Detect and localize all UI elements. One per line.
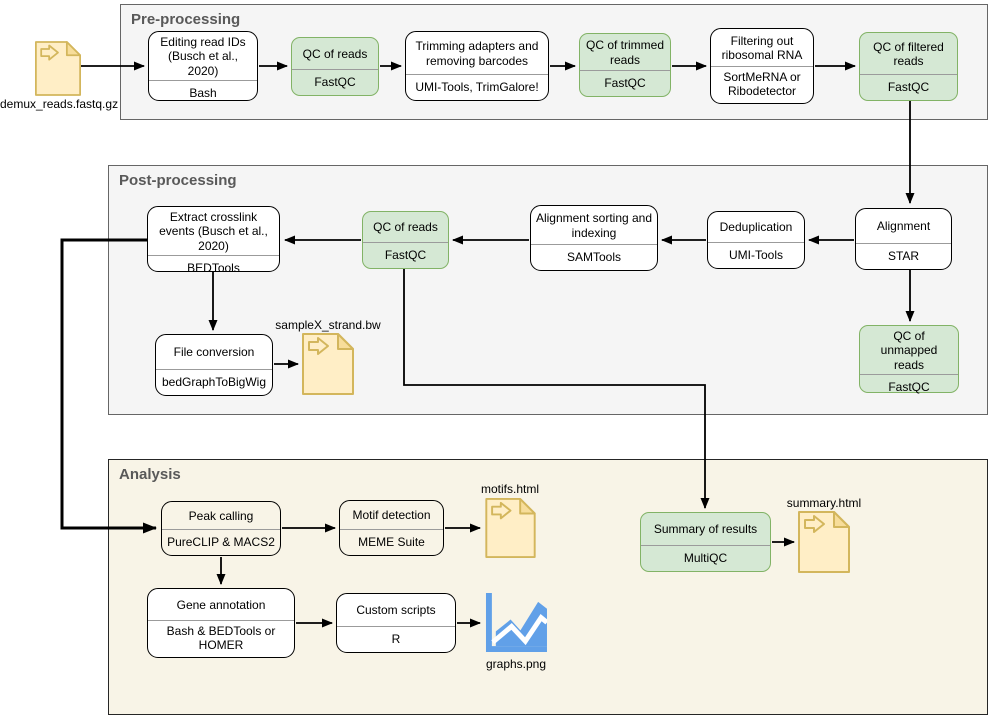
node-custom-scripts: Custom scripts R — [336, 593, 456, 653]
node-tool-label: UMI-Tools, TrimGalore! — [406, 74, 548, 100]
node-motif-detection: Motif detection MEME Suite — [339, 500, 444, 556]
node-filtering-rrna: Filtering out ribosomal RNA SortMeRNA or… — [710, 28, 814, 104]
node-file-conversion: File conversion bedGraphToBigWig — [155, 334, 273, 396]
file-label-demux-reads: demux_reads.fastq.gz — [0, 97, 119, 111]
file-label-graphs: graphs.png — [485, 657, 547, 671]
node-tool-label: BEDTools — [148, 255, 279, 281]
node-tool-label: Bash & BEDTools or HOMER — [148, 620, 294, 657]
file-label-motifs: motifs.html — [480, 482, 539, 496]
file-label-summary: summary.html — [786, 496, 862, 510]
node-tool-label: FastQC — [860, 374, 958, 400]
chart-image-icon-graphs — [484, 592, 549, 653]
node-label: Deduplication — [719, 220, 793, 235]
node-tool-label: SortMeRNA or Ribodetector — [711, 66, 813, 103]
node-label: QC of trimmed reads — [585, 38, 664, 67]
analysis-title: Analysis — [119, 466, 181, 483]
node-qc-of-reads-pre: QC of reads FastQC — [291, 37, 379, 96]
node-qc-of-trimmed-reads: QC of trimmed reads FastQC — [579, 33, 671, 97]
node-tool-label: STAR — [856, 243, 951, 269]
node-tool-label: MEME Suite — [340, 529, 443, 555]
node-label: Alignment sorting and indexing — [535, 211, 653, 240]
node-tool-label: FastQC — [292, 69, 378, 95]
node-peak-calling: Peak calling PureCLIP & MACS2 — [161, 501, 281, 556]
file-icon-motifs — [484, 498, 537, 558]
node-tool-label: UMI-Tools — [708, 242, 804, 268]
node-label: File conversion — [173, 345, 255, 360]
node-label: Custom scripts — [356, 603, 436, 618]
node-qc-of-filtered-reads: QC of filtered reads FastQC — [859, 32, 958, 101]
node-label: QC of reads — [373, 220, 438, 235]
node-label: QC of reads — [302, 46, 368, 61]
node-tool-label: Bash — [149, 80, 257, 106]
node-tool-label: FastQC — [860, 74, 957, 100]
node-label: Alignment — [876, 219, 931, 234]
node-label: Gene annotation — [176, 598, 266, 612]
node-qc-of-unmapped-reads: QC of unmapped reads FastQC — [859, 325, 959, 394]
node-summary-of-results: Summary of results MultiQC — [640, 512, 771, 572]
post-processing-title: Post-processing — [119, 172, 237, 189]
node-extract-crosslink-events: Extract crosslink events (Busch et al., … — [147, 206, 280, 275]
node-label: Peak calling — [188, 508, 254, 523]
node-deduplication: Deduplication UMI-Tools — [707, 211, 805, 269]
pre-processing-title: Pre-processing — [131, 11, 241, 28]
node-label: QC of filtered reads — [873, 39, 944, 68]
node-label: Filtering out ribosomal RNA — [721, 33, 803, 63]
node-alignment: Alignment STAR — [855, 208, 952, 270]
node-alignment-sorting: Alignment sorting and indexing SAMTools — [530, 205, 658, 271]
node-qc-of-reads-post: QC of reads FastQC — [362, 211, 449, 269]
node-tool-label: SAMTools — [531, 244, 657, 270]
node-tool-label: R — [337, 626, 455, 652]
node-label: Summary of results — [653, 522, 758, 537]
node-label: QC of unmapped reads — [880, 329, 938, 372]
node-trimming-adapters: Trimming adapters and removing barcodes … — [405, 31, 549, 101]
file-label-samplex-strand: sampleX_strand.bw — [275, 318, 381, 332]
node-tool-label: FastQC — [363, 242, 448, 268]
file-icon-samplex-strand — [302, 333, 354, 395]
node-gene-annotation: Gene annotation Bash & BEDTools or HOMER — [147, 588, 295, 658]
node-tool-label: FastQC — [580, 70, 670, 96]
node-tool-label: bedGraphToBigWig — [156, 369, 272, 395]
node-label: Motif detection — [352, 508, 431, 523]
node-tool-label: PureCLIP & MACS2 — [162, 529, 280, 555]
container-pre-processing: Pre-processing — [120, 4, 988, 120]
node-label: Editing read IDs (Busch et al., 2020) — [160, 35, 246, 78]
file-icon-demux-reads — [35, 40, 81, 97]
node-tool-label: MultiQC — [641, 545, 770, 571]
node-editing-read-ids: Editing read IDs (Busch et al., 2020) Ba… — [148, 31, 258, 101]
node-label: Trimming adapters and removing barcodes — [415, 39, 539, 68]
node-label: Extract crosslink events (Busch et al., … — [159, 210, 268, 253]
file-icon-summary — [798, 511, 850, 573]
